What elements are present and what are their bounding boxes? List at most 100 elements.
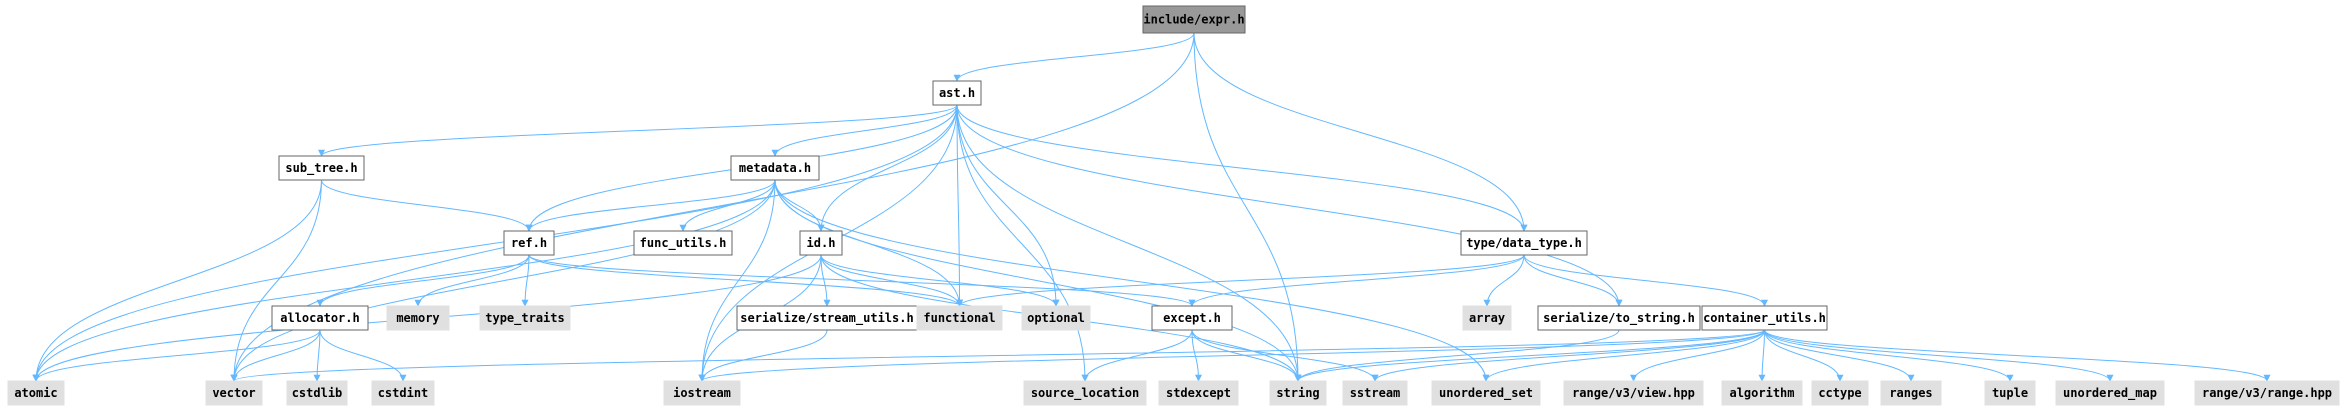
node-label: ref.h <box>511 236 547 250</box>
node-optional: optional <box>1021 305 1091 331</box>
node-ast-h[interactable]: ast.h <box>932 80 982 106</box>
node-box <box>1023 380 1147 406</box>
edge-container-utils-h-to-range-v3-range-hpp <box>1764 329 2271 382</box>
node-include-expr-h[interactable]: include/expr.h <box>1142 5 1246 34</box>
edge-ast-h-to-serialize-to-string-h <box>956 104 1623 307</box>
edge-container-utils-h-to-range-v3-view-hpp <box>1630 329 1765 382</box>
edge-ref-h-to-allocator-h <box>316 254 530 307</box>
node-box <box>1151 305 1233 331</box>
node-box <box>1158 380 1239 406</box>
node-vector: vector <box>205 380 263 406</box>
node-box <box>479 305 571 331</box>
node-box <box>503 230 555 256</box>
node-box <box>271 305 369 331</box>
node-box <box>1431 380 1541 406</box>
edge-except-h-to-source-location <box>1081 329 1193 382</box>
node-metadata-h[interactable]: metadata.h <box>730 155 820 181</box>
edge-container-utils-h-to-ranges <box>1764 329 1915 382</box>
node-label: array <box>1469 311 1505 325</box>
edge-sub-tree-h-to-atomic <box>32 179 322 382</box>
node-box <box>1984 380 2036 406</box>
edge-type-data-type-h-to-except-h <box>1188 254 1525 307</box>
edge-type-data-type-h-to-array <box>1483 254 1525 307</box>
edge-ast-h-to-metadata-h <box>771 104 958 157</box>
node-allocator-h[interactable]: allocator.h <box>271 305 369 331</box>
edge-type-data-type-h-to-functional <box>956 254 1525 307</box>
edge-container-utils-h-to-tuple <box>1764 329 2014 382</box>
edge-container-utils-h-to-vector <box>230 329 1765 382</box>
node-box <box>278 155 365 181</box>
node-atomic: atomic <box>7 380 65 406</box>
edge-id-h-to-optional <box>820 254 1060 307</box>
nodes-layer: include/expr.h ast.h sub_tree.h metadata.h t… <box>7 5 2340 406</box>
edge-container-utils-h-to-cctype <box>1764 329 1844 382</box>
node-type-traits: type_traits <box>479 305 571 331</box>
node-label: optional <box>1027 311 1085 325</box>
node-label: string <box>1276 386 1319 400</box>
node-label: algorithm <box>1729 386 1794 400</box>
node-label: range/v3/range.hpp <box>2202 386 2332 400</box>
node-label: atomic <box>14 386 57 400</box>
edge-except-h-to-stdexcept <box>1191 329 1202 382</box>
node-label: memory <box>396 311 439 325</box>
node-box <box>386 305 450 331</box>
node-functional: functional <box>916 305 1003 331</box>
node-box <box>916 305 1003 331</box>
node-id-h[interactable]: id.h <box>799 230 843 256</box>
node-label: source_location <box>1031 386 1139 401</box>
node-box <box>1563 380 1704 406</box>
node-label: func_utils.h <box>640 236 727 251</box>
node-box <box>799 230 843 256</box>
node-label: vector <box>212 386 255 400</box>
edge-ast-h-to-string <box>956 104 1302 382</box>
edge-metadata-h-to-vector <box>230 179 776 382</box>
node-label: ranges <box>1889 386 1932 400</box>
node-except-h[interactable]: except.h <box>1151 305 1233 331</box>
node-label: sub_tree.h <box>285 161 357 176</box>
node-box <box>371 380 435 406</box>
node-ref-h[interactable]: ref.h <box>503 230 555 256</box>
node-label: cctype <box>1818 386 1861 400</box>
node-unordered-map: unordered_map <box>2055 380 2165 406</box>
node-sstream: sstream <box>1342 380 1408 406</box>
node-box <box>1342 380 1408 406</box>
edge-ref-h-to-functional <box>528 254 963 307</box>
node-box <box>1269 380 1327 406</box>
node-container-utils-h[interactable]: container_utils.h <box>1701 305 1828 331</box>
node-box <box>2194 380 2340 406</box>
edge-container-utils-h-to-iostream <box>698 329 1765 382</box>
node-label: functional <box>923 311 995 325</box>
node-func-utils-h[interactable]: func_utils.h <box>633 230 733 256</box>
edge-include-expr-h-to-string <box>1193 32 1302 382</box>
node-serialize-to-string-h[interactable]: serialize/to_string.h <box>1537 305 1701 331</box>
node-cstdint: cstdint <box>371 380 435 406</box>
edge-container-utils-h-to-sstream <box>1371 329 1765 382</box>
node-label: tuple <box>1992 386 2028 400</box>
edge-container-utils-h-to-unordered-map <box>1764 329 2114 382</box>
node-type-data-type-h[interactable]: type/data_type.h <box>1460 230 1588 256</box>
edge-allocator-h-to-cstdlib <box>313 329 321 382</box>
node-label: range/v3/view.hpp <box>1572 386 1695 400</box>
node-tuple: tuple <box>1984 380 2036 406</box>
node-ranges: ranges <box>1880 380 1942 406</box>
edge-include-expr-h-to-type-data-type-h <box>1193 32 1528 232</box>
edge-ast-h-to-atomic <box>32 104 958 382</box>
edge-sub-tree-h-to-vector <box>230 179 322 382</box>
edge-allocator-h-to-cstdint <box>319 329 407 382</box>
node-sub-tree-h[interactable]: sub_tree.h <box>278 155 365 181</box>
node-label: iostream <box>673 386 731 400</box>
node-label: type/data_type.h <box>1466 236 1582 251</box>
edge-type-data-type-h-to-container-utils-h <box>1523 254 1768 307</box>
edge-type-data-type-h-to-serialize-to-string-h <box>1523 254 1623 307</box>
node-label: serialize/to_string.h <box>1543 311 1695 326</box>
node-source-location: source_location <box>1023 380 1147 406</box>
node-label: allocator.h <box>280 311 359 325</box>
node-box <box>1880 380 1942 406</box>
edge-ast-h-to-sub-tree-h <box>318 104 958 157</box>
edge-ast-h-to-type-data-type-h <box>956 104 1528 232</box>
node-box <box>7 380 65 406</box>
node-box <box>1537 305 1701 331</box>
node-serialize-stream-utils-h[interactable]: serialize/stream_utils.h <box>736 305 918 331</box>
node-box <box>1701 305 1828 331</box>
